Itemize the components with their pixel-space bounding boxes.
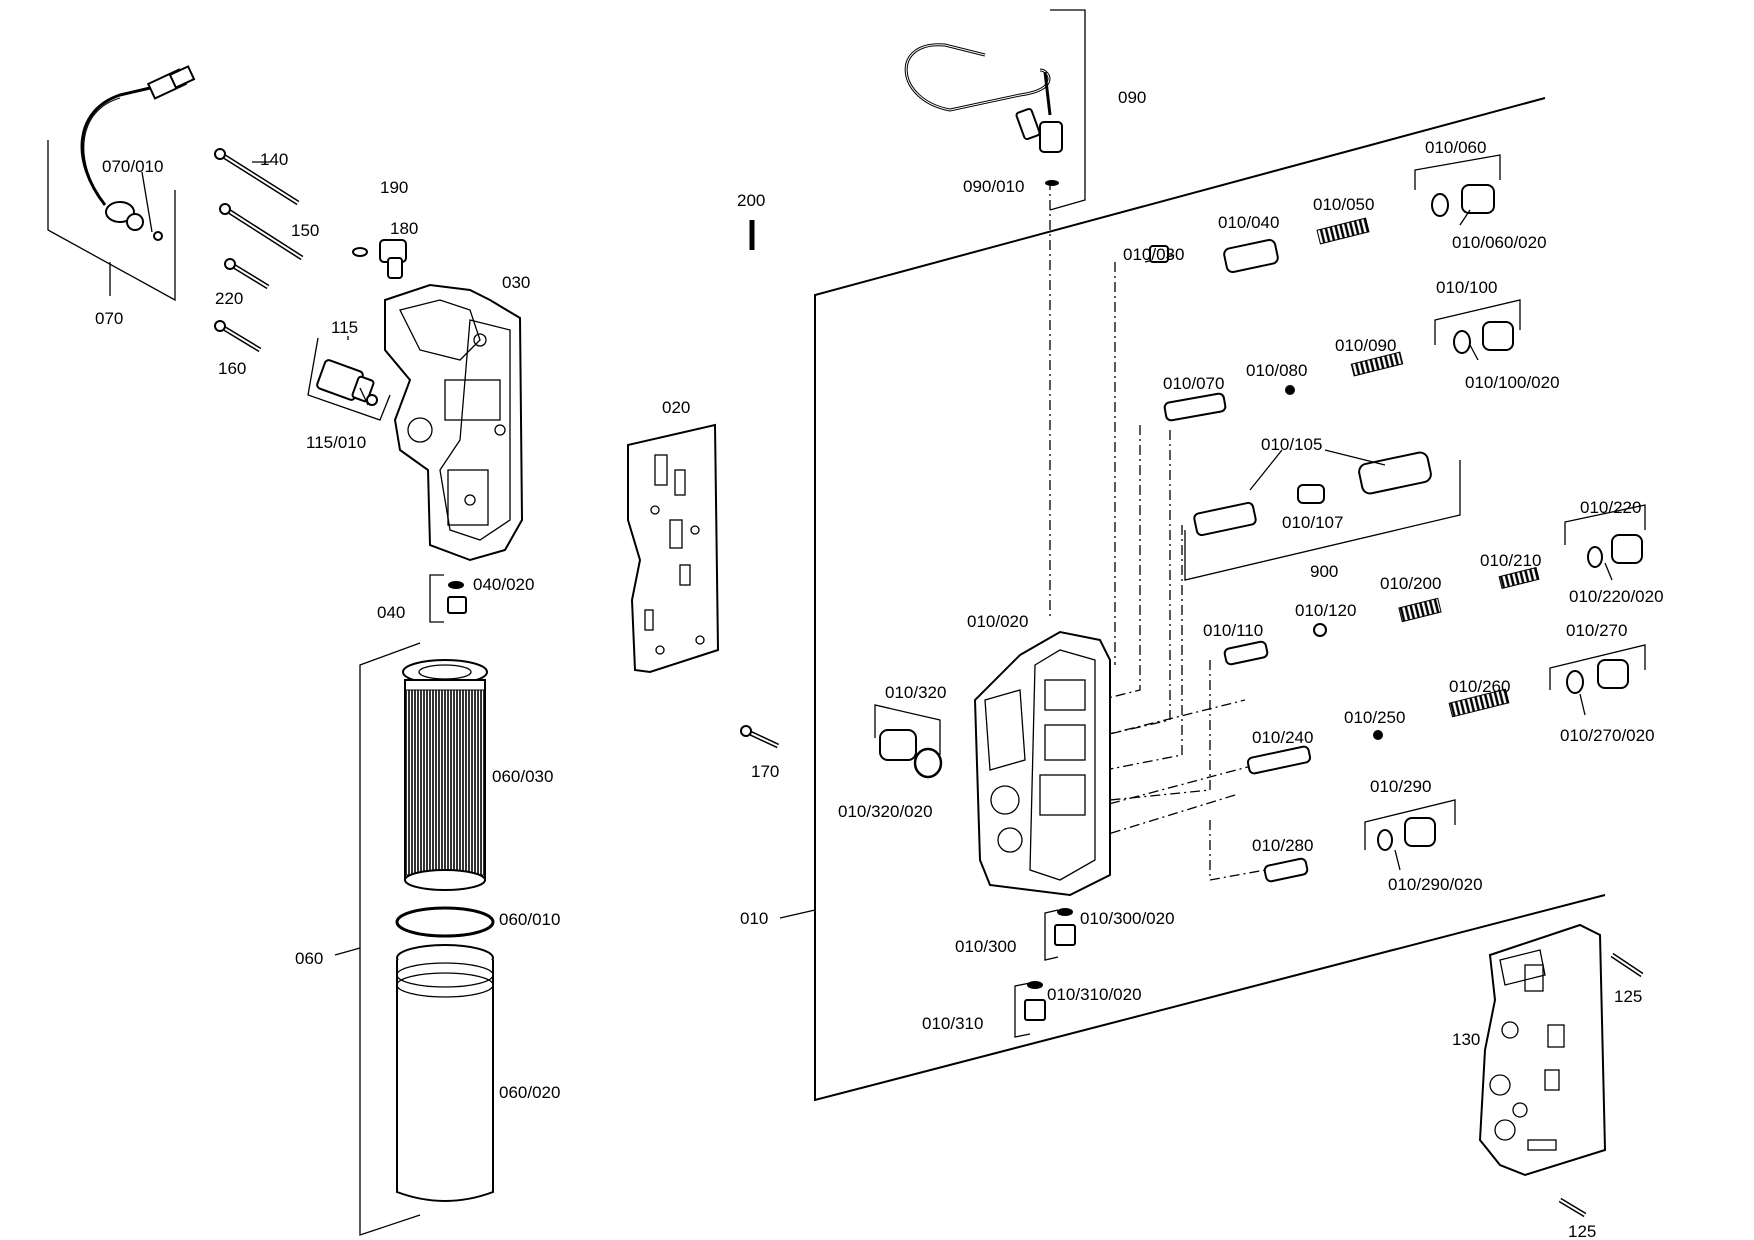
label-010-210: 010/210	[1480, 551, 1541, 570]
label-125-bottom: 125	[1568, 1222, 1596, 1240]
label-010-060-020: 010/060/020	[1452, 233, 1547, 252]
label-160: 160	[218, 359, 246, 378]
label-010-250: 010/250	[1344, 708, 1405, 727]
label-190: 190	[380, 178, 408, 197]
assembly-lines	[1049, 180, 1266, 881]
part-labels: 070/010 070 140 150 220 160 190 180 030 …	[95, 88, 1664, 1240]
assembly-frames	[47, 9, 1646, 1236]
label-060-030: 060/030	[492, 767, 553, 786]
label-115: 115	[331, 318, 358, 337]
label-010-105: 010/105	[1261, 435, 1322, 454]
label-010-110: 010/110	[1203, 621, 1263, 640]
label-125-top: 125	[1614, 987, 1642, 1006]
label-010-270: 010/270	[1566, 621, 1627, 640]
leader-lines	[141, 161, 1613, 871]
label-010-107: 010/107	[1282, 513, 1343, 532]
valve-body-010-020-icon	[973, 630, 1111, 897]
label-010-280: 010/280	[1252, 836, 1313, 855]
label-010-030: 010/030	[1123, 245, 1184, 264]
label-140: 140	[260, 150, 288, 169]
label-170: 170	[751, 762, 779, 781]
label-010-220-020: 010/220/020	[1569, 587, 1664, 606]
filter-060-icon	[395, 659, 495, 1202]
label-090-010: 090/010	[963, 177, 1024, 196]
label-020: 020	[662, 398, 690, 417]
plate-020-icon	[627, 423, 720, 674]
valve-components-icon	[879, 184, 1643, 1021]
label-070-010: 070/010	[102, 157, 163, 176]
label-010-200: 010/200	[1380, 574, 1441, 593]
label-040-020: 040/020	[473, 575, 534, 594]
label-010-120: 010/120	[1295, 601, 1356, 620]
label-900: 900	[1310, 562, 1338, 581]
label-030: 030	[502, 273, 530, 292]
label-010-060: 010/060	[1425, 138, 1486, 157]
label-010-300: 010/300	[955, 937, 1016, 956]
label-010-290: 010/290	[1370, 777, 1431, 796]
label-010-320-020: 010/320/020	[838, 802, 933, 821]
label-010-290-020: 010/290/020	[1388, 875, 1483, 894]
label-010-070: 010/070	[1163, 374, 1224, 393]
label-220: 220	[215, 289, 243, 308]
label-010: 010	[740, 909, 768, 928]
label-010-240: 010/240	[1252, 728, 1313, 747]
label-115-010: 115/010	[306, 433, 366, 452]
valve-115-icon	[316, 359, 378, 406]
plug-040-icon	[447, 581, 467, 614]
label-010-100: 010/100	[1436, 278, 1497, 297]
pins-125-icon	[1558, 952, 1644, 1218]
label-010-090: 010/090	[1335, 336, 1396, 355]
label-200: 200	[737, 191, 765, 210]
bolt-170-icon	[740, 725, 780, 749]
filter-pleats	[404, 689, 486, 876]
label-130: 130	[1452, 1030, 1480, 1049]
label-060-010: 060/010	[499, 910, 560, 929]
label-010-260: 010/260	[1449, 677, 1510, 696]
label-070: 070	[95, 309, 123, 328]
label-010-050: 010/050	[1313, 195, 1374, 214]
label-010-100-020: 010/100/020	[1465, 373, 1560, 392]
label-010-020: 010/020	[967, 612, 1028, 631]
label-180: 180	[390, 219, 418, 238]
label-010-320: 010/320	[885, 683, 946, 702]
label-010-300-020: 010/300/020	[1080, 909, 1175, 928]
label-010-080: 010/080	[1246, 361, 1307, 380]
sensor-070-icon	[80, 65, 196, 241]
label-010-270-020: 010/270/020	[1560, 726, 1655, 745]
label-010-310: 010/310	[922, 1014, 983, 1033]
label-010-040: 010/040	[1218, 213, 1279, 232]
housing-030-icon	[384, 283, 524, 562]
label-010-310-020: 010/310/020	[1047, 985, 1142, 1004]
label-060-020: 060/020	[499, 1083, 560, 1102]
label-010-220: 010/220	[1580, 498, 1641, 517]
sensor-090-icon	[904, 43, 1063, 186]
fitting-180-icon	[352, 239, 407, 279]
label-090: 090	[1118, 88, 1146, 107]
label-040: 040	[377, 603, 405, 622]
plate-130-icon	[1478, 923, 1607, 1177]
bolts-icon	[214, 148, 304, 353]
label-150: 150	[291, 221, 319, 240]
label-060: 060	[295, 949, 323, 968]
